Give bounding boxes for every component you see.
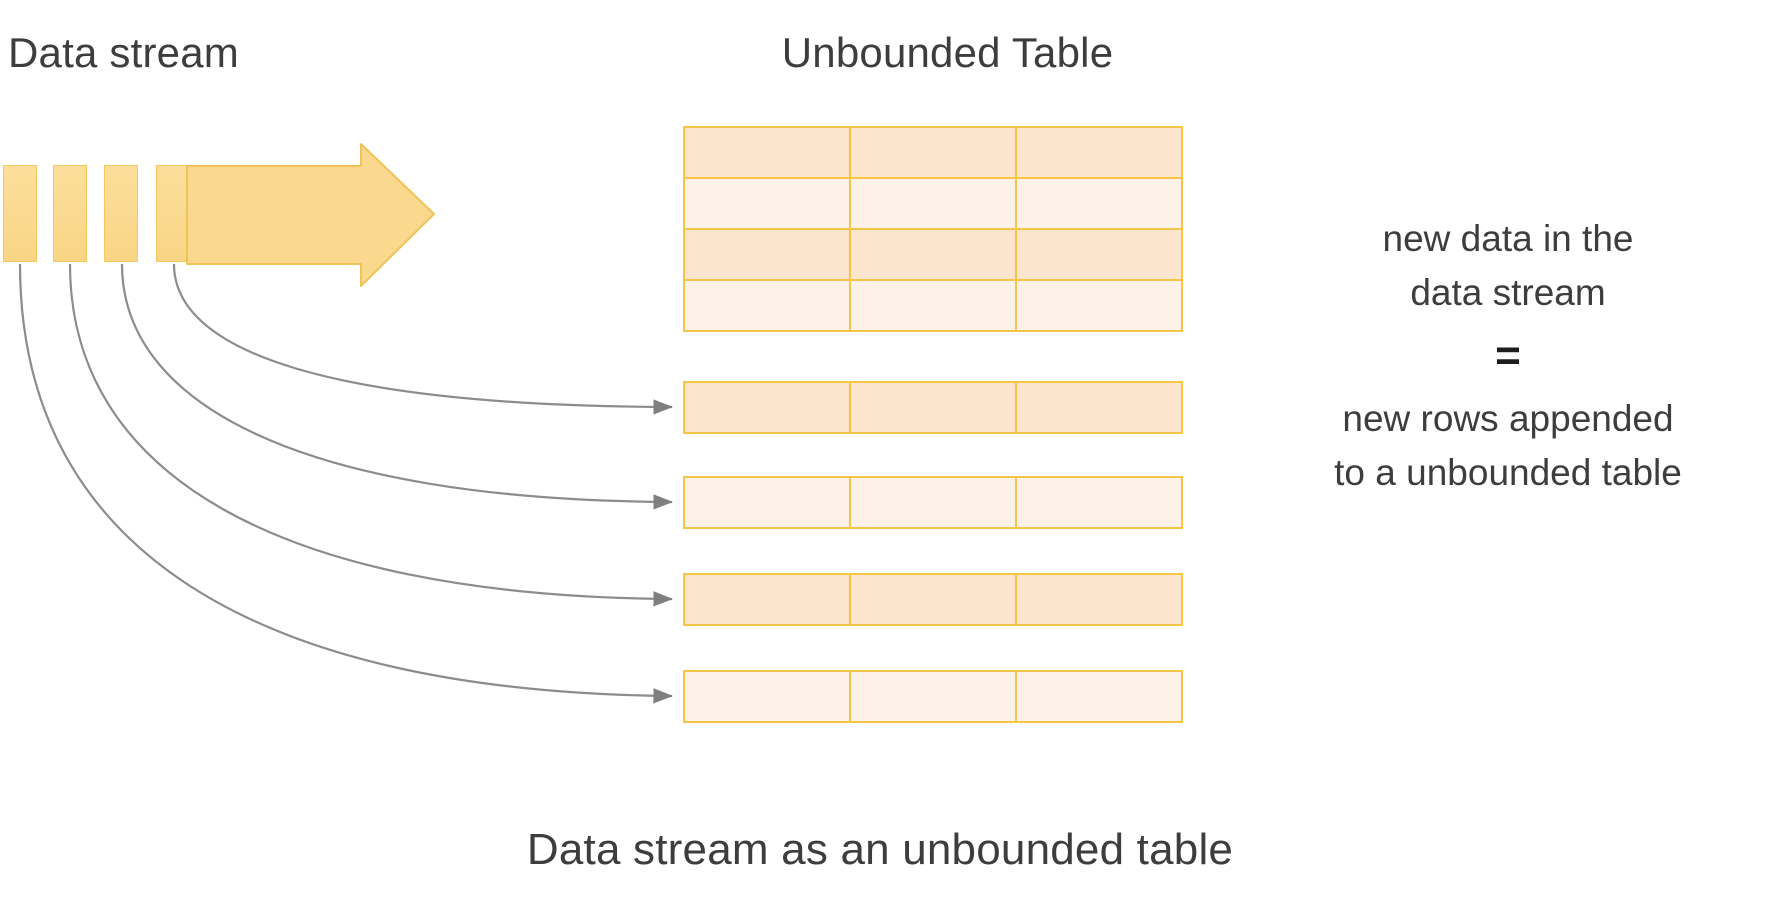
- table-cell: [683, 228, 851, 281]
- equation-line-2: data stream: [1410, 272, 1606, 313]
- table-cell: [849, 228, 1017, 281]
- flow-arrow-icon: [186, 143, 435, 287]
- table-cell: [849, 279, 1017, 332]
- appended-table-row: [683, 573, 1183, 626]
- table-cell: [849, 177, 1017, 230]
- connector-arrow-1: [18, 263, 674, 704]
- table-row: [683, 177, 1183, 230]
- equals-sign: =: [1495, 331, 1521, 380]
- table-cell: [683, 670, 851, 723]
- table-cell: [683, 476, 851, 529]
- table-cell: [1015, 177, 1183, 230]
- appended-table-row: [683, 670, 1183, 723]
- table-cell: [849, 670, 1017, 723]
- table-row: [683, 126, 1183, 179]
- table-cell: [683, 381, 851, 434]
- table-cell: [849, 476, 1017, 529]
- table-cell: [683, 177, 851, 230]
- table-cell: [1015, 126, 1183, 179]
- appended-table-row: [683, 381, 1183, 434]
- equation-line-4: to a unbounded table: [1334, 452, 1682, 493]
- table-cell: [1015, 476, 1183, 529]
- table-cell: [683, 279, 851, 332]
- table-row: [683, 279, 1183, 332]
- table-row: [683, 228, 1183, 281]
- table-cell: [849, 126, 1017, 179]
- connector-arrow-2: [68, 263, 674, 607]
- table-cell: [1015, 573, 1183, 626]
- table-cell: [1015, 670, 1183, 723]
- table-cell: [849, 573, 1017, 626]
- table-cell: [1015, 381, 1183, 434]
- table-cell: [1015, 228, 1183, 281]
- unbounded-table-title: Unbounded Table: [781, 29, 1114, 76]
- stream-bar-2: [53, 165, 87, 262]
- appended-table-row: [683, 476, 1183, 529]
- figure-caption: Data stream as an unbounded table: [526, 825, 1234, 874]
- stream-bar-3: [104, 165, 138, 262]
- equation-line-3: new rows appended: [1342, 398, 1674, 439]
- data-stream-title: Data stream: [8, 29, 239, 76]
- stream-bar-1: [3, 165, 37, 262]
- stream-bar-4: [156, 165, 190, 262]
- table-cell: [849, 381, 1017, 434]
- connector-arrow-3: [120, 263, 674, 510]
- equation-line-1: new data in the: [1382, 218, 1634, 259]
- table-cell: [683, 573, 851, 626]
- unbounded-table: [683, 126, 1183, 332]
- table-cell: [683, 126, 851, 179]
- table-cell: [1015, 279, 1183, 332]
- equation-block: new data in the data stream = new rows a…: [1258, 212, 1758, 500]
